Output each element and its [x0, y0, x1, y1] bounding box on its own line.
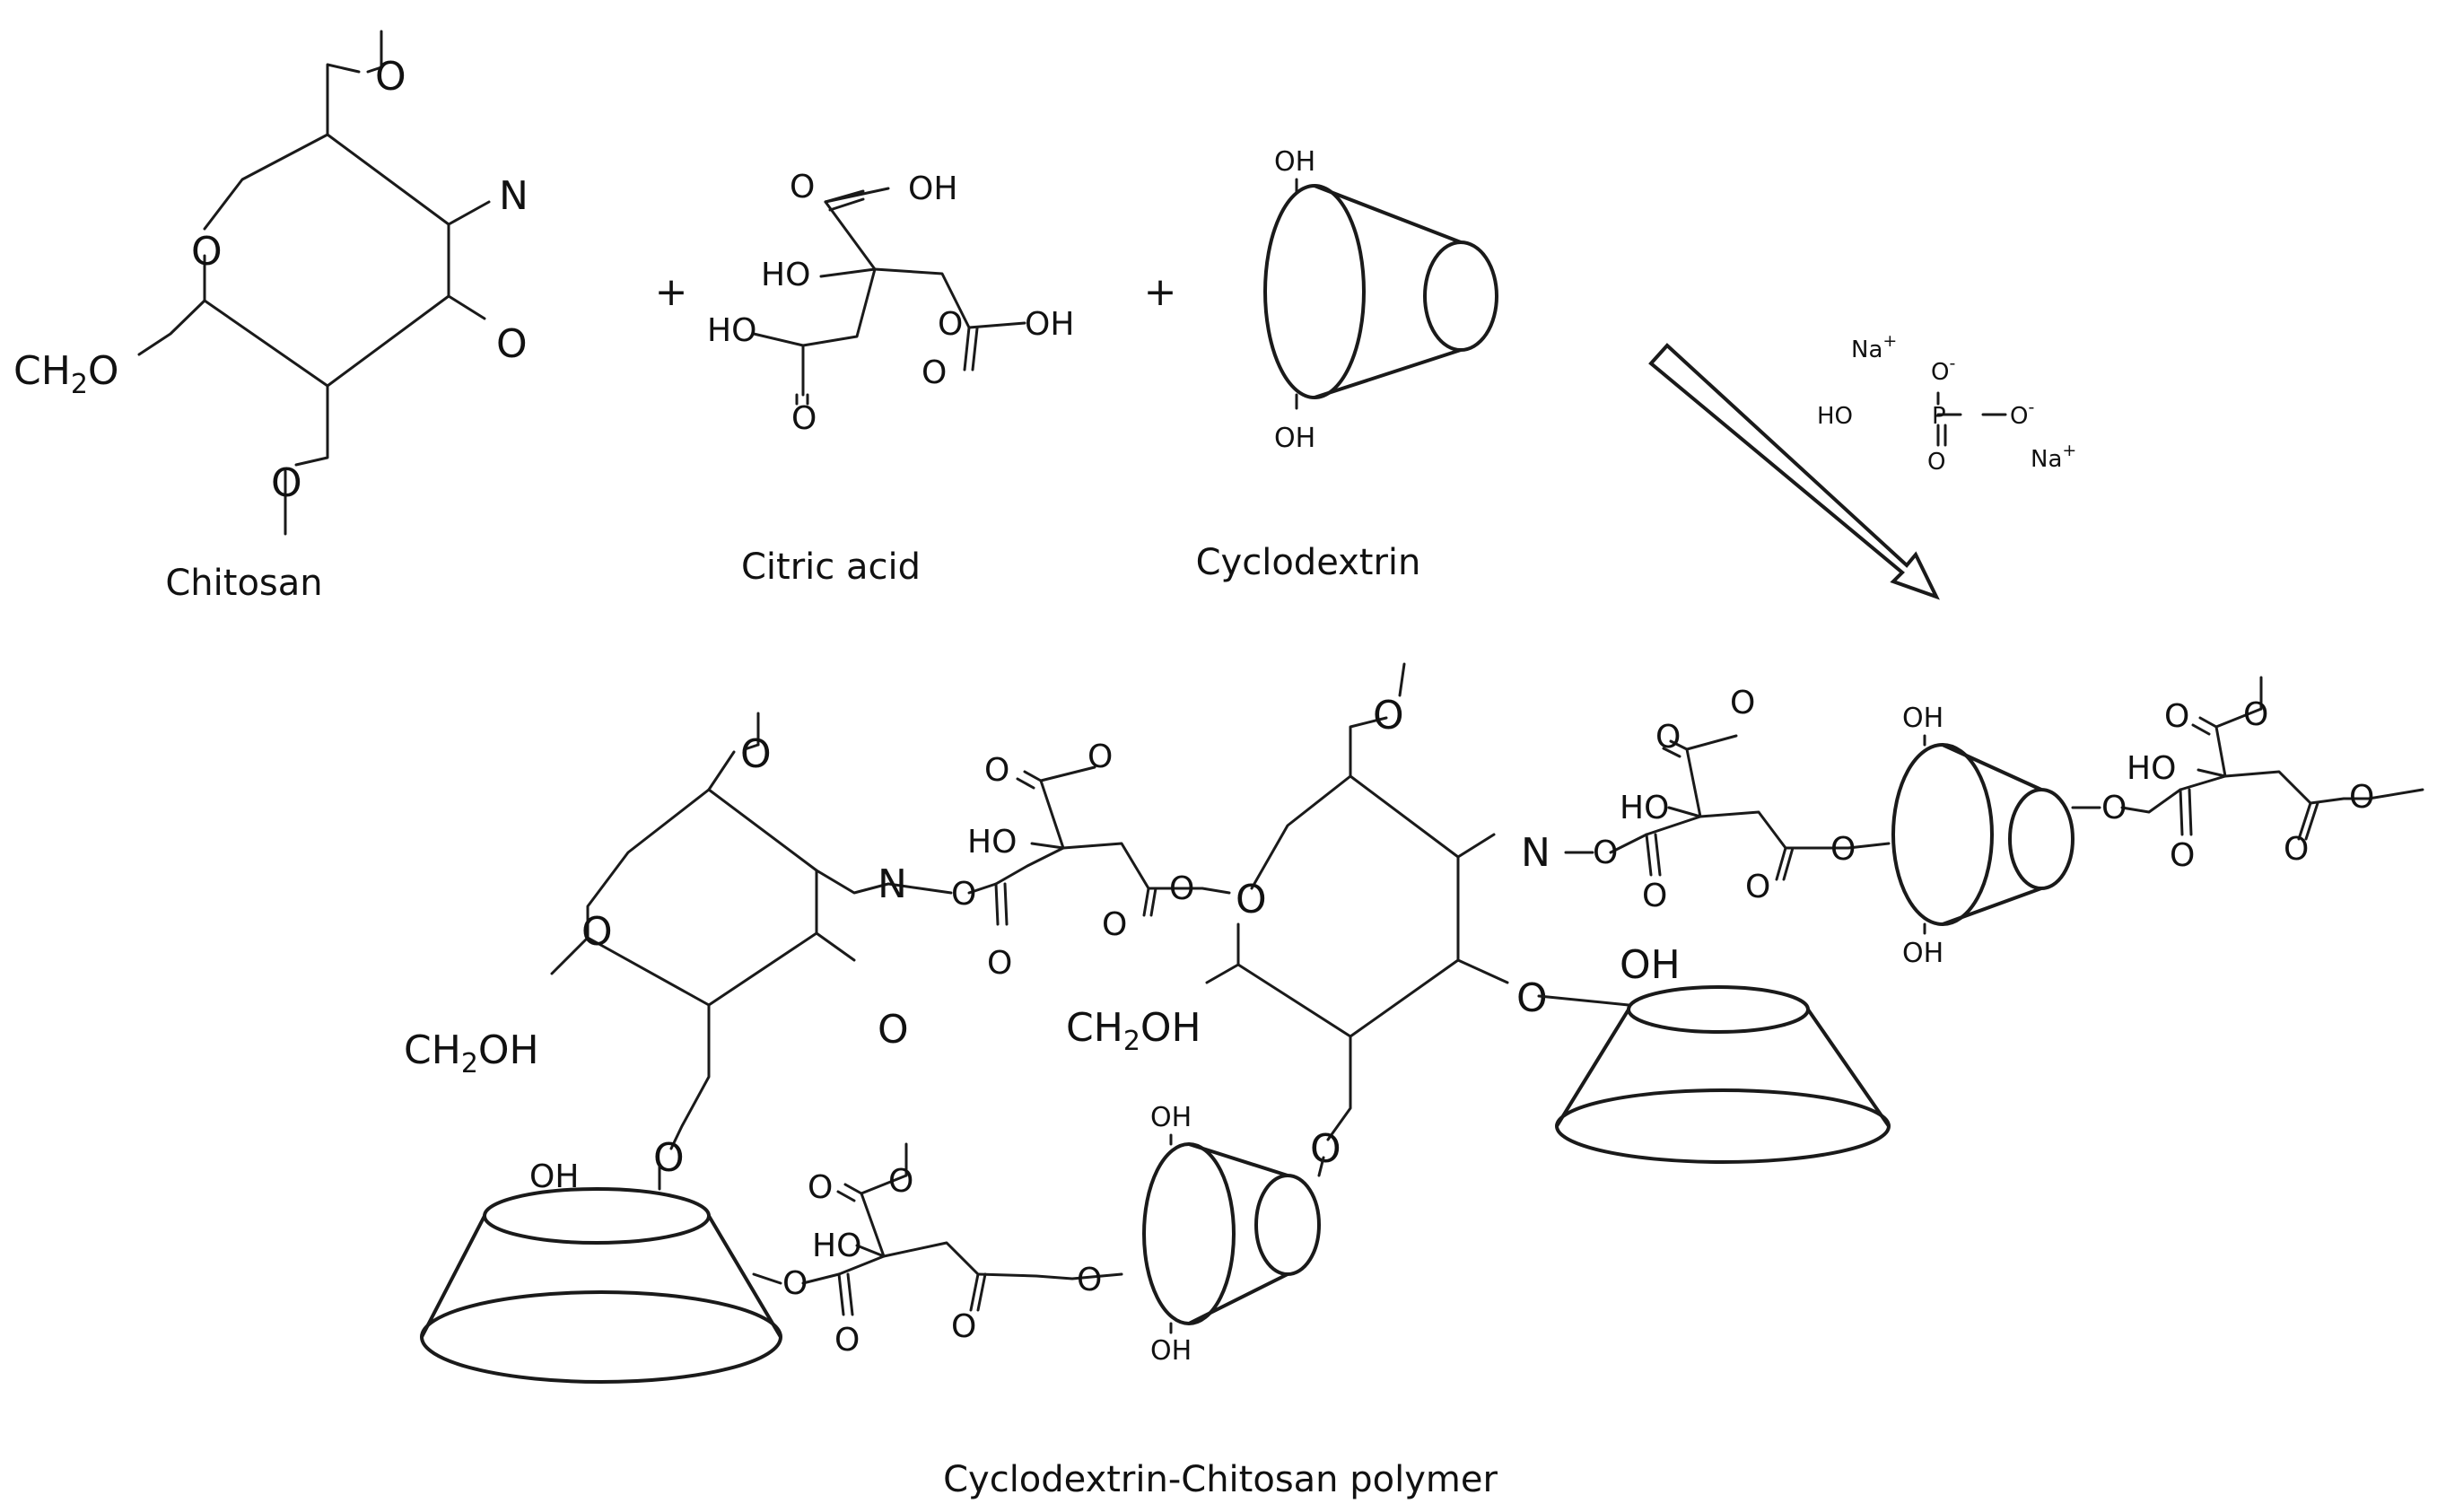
citric-acid-hydroxyl: OH — [908, 170, 957, 207]
product-linker-ho-1: HO — [967, 824, 1017, 861]
product-linker4-oxygen-2: O — [808, 1169, 833, 1206]
citric-acid-oxygen-2: O — [922, 354, 947, 391]
product-linker3-oxygen-6: O — [2349, 779, 2374, 816]
chitosan-structure: O N O O CH2O O — [13, 30, 528, 536]
catalyst-sodium-2: Na+ — [2031, 441, 2076, 473]
product-label: Cyclodextrin-Chitosan polymer — [943, 1459, 1498, 1500]
catalyst-sodium-1: Na+ — [1851, 331, 1897, 363]
reaction-arrow — [1648, 343, 1940, 600]
citric-acid-oxygen-4: O — [938, 306, 963, 343]
citric-acid-structure: O OH HO HO OH O O O — [707, 169, 1074, 437]
product-linker3-oxygen-5: O — [2284, 831, 2309, 868]
citric-acid-oxygen-3: O — [791, 400, 817, 437]
catalyst-oxygen-anion-2: O- — [2010, 398, 2034, 430]
product-linker-oxygen-5: O — [1102, 906, 1127, 943]
product-linker3-oxygen-2: O — [2164, 698, 2189, 735]
product-ring-oxygen-1: O — [581, 909, 613, 955]
product-oxygen-4: O — [1373, 693, 1404, 739]
product-linker2-oxygen-3: O — [1730, 685, 1755, 721]
product-cd4-top-hydroxyl: OH — [1150, 1102, 1192, 1133]
product-linker3-oxygen-4: O — [2170, 837, 2195, 874]
product-linker4-oxygen-1: O — [782, 1265, 808, 1302]
catalyst-phosphorus: P — [1932, 403, 1946, 430]
product-linker4-oxygen-5: O — [951, 1308, 976, 1345]
product-linker-oxygen-3: O — [1087, 739, 1113, 775]
chitosan-top-oxygen: O — [375, 54, 406, 100]
product-nitrogen-2: N — [1521, 830, 1550, 876]
product-linker2-oxygen-5: O — [1745, 869, 1770, 905]
product-oxygen-1: O — [740, 731, 772, 777]
product-linker2-oxygen-1: O — [1593, 835, 1618, 871]
product-cd4-bottom-hydroxyl: OH — [1150, 1335, 1192, 1367]
product-linker3-ho: HO — [2127, 750, 2176, 787]
product-linker-oxygen-6: O — [1169, 870, 1194, 907]
product-linker-oxygen-2: O — [984, 752, 1009, 789]
product-linker2-ho: HO — [1620, 790, 1669, 826]
product-linker2-oxygen-6: O — [1830, 831, 1856, 868]
product-oxygen-2: O — [878, 1007, 909, 1053]
chitosan-ring-oxygen: O — [191, 229, 223, 275]
product-oxygen-5: O — [1516, 975, 1548, 1021]
product-linker3-oxygen-3: O — [2243, 696, 2268, 733]
product-oxygen-6: O — [1310, 1126, 1341, 1172]
citric-acid-carbonyl-oxygen: O — [790, 169, 815, 205]
sodium-phosphate-catalyst: Na+ O- HO P O- O Na+ — [1817, 331, 2076, 476]
product-linker2-oxygen-4: O — [1642, 878, 1667, 914]
plus-sign-1: + — [655, 269, 688, 315]
product-linker4-ho: HO — [812, 1228, 861, 1264]
product-ch2oh-2: CH2OH — [1066, 1005, 1201, 1057]
citric-acid-ho-group-2: HO — [707, 312, 756, 349]
product-ring-oxygen-2: O — [1236, 877, 1267, 922]
citric-acid-hydroxyl-2: OH — [1025, 306, 1074, 343]
citric-acid-label: Citric acid — [741, 546, 921, 588]
product-oxygen-3: O — [653, 1135, 685, 1181]
cyclodextrin-top-hydroxyl: OH — [1274, 146, 1315, 178]
product-ch2oh-1: CH2OH — [404, 1027, 539, 1079]
product-linker2-oxygen-2: O — [1655, 719, 1681, 756]
chitosan-bottom-oxygen: O — [271, 460, 302, 506]
cyclodextrin-structure: OH OH — [1263, 146, 1498, 454]
catalyst-hydroxyl: HO — [1817, 403, 1853, 430]
chitosan-side-oxygen: O — [496, 321, 528, 367]
product-nitrogen-1: N — [878, 861, 907, 907]
cyclodextrin-label: Cyclodextrin — [1196, 542, 1421, 583]
product-cd3-hydroxyl: OH — [529, 1158, 579, 1195]
chitosan-amine-nitrogen: N — [499, 173, 528, 219]
product-structure: O N O O CH2OH O O O O HO O O O O O N CH2… — [404, 662, 2424, 1384]
product-linker-oxygen-1: O — [951, 876, 976, 913]
citric-acid-ho-group: HO — [761, 257, 810, 293]
product-linker4-oxygen-6: O — [1077, 1262, 1102, 1298]
product-linker4-oxygen-4: O — [834, 1322, 860, 1359]
catalyst-oxygen-anion: O- — [1931, 354, 1955, 386]
chitosan-label: Chitosan — [165, 563, 322, 604]
product-cd1-top-hydroxyl: OH — [1902, 703, 1943, 734]
product-linker4-oxygen-3: O — [888, 1163, 913, 1200]
product-cd1-bottom-hydroxyl: OH — [1902, 938, 1943, 969]
product-cd2-hydroxyl: OH — [1620, 942, 1681, 988]
cyclodextrin-bottom-hydroxyl: OH — [1274, 423, 1315, 454]
catalyst-double-bond-oxygen: O — [1927, 449, 1945, 476]
plus-sign-2: + — [1144, 269, 1177, 315]
product-linker3-oxygen-1: O — [2101, 790, 2127, 826]
chitosan-ch2o-group: CH2O — [13, 348, 119, 400]
product-linker-oxygen-4: O — [987, 945, 1012, 982]
